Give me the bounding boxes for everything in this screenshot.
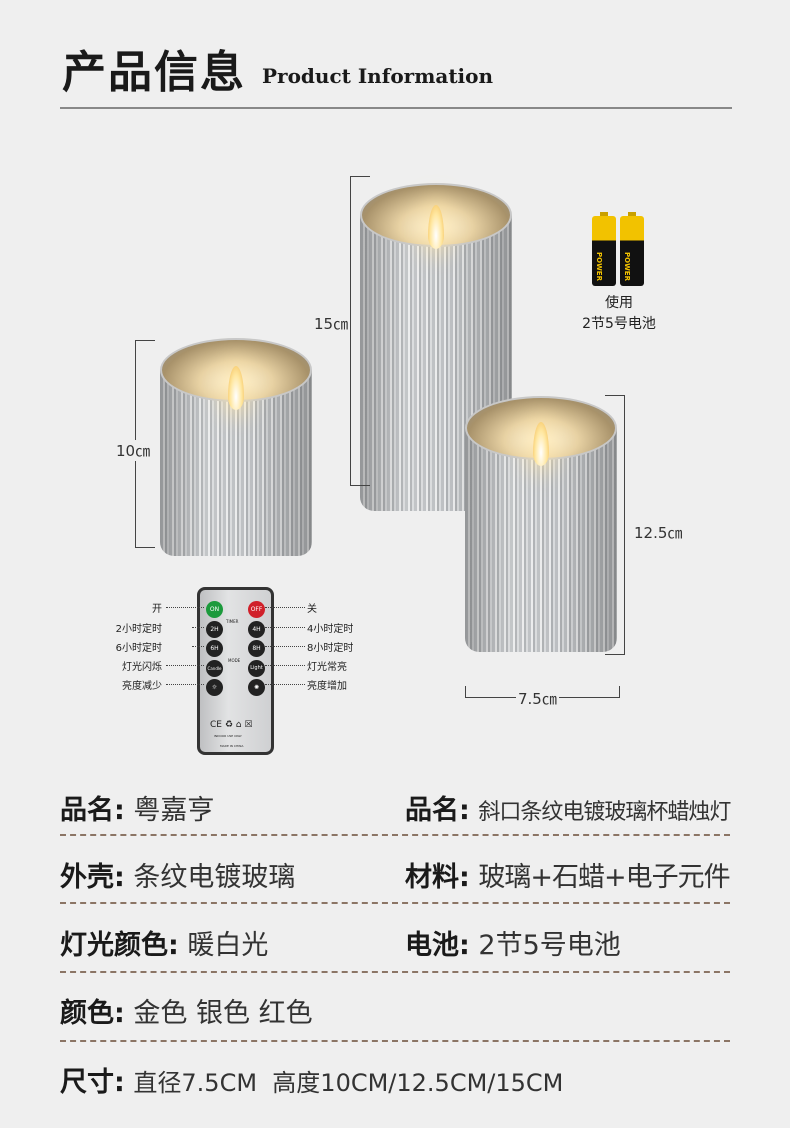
spec-value: 条纹电镀玻璃	[133, 862, 296, 893]
spec-label: 外壳:	[60, 862, 125, 893]
mode-label: MODE	[228, 658, 241, 663]
remote-label-off: 关	[307, 604, 317, 615]
light-mode-button[interactable]: Light	[248, 660, 265, 677]
spec-value: 金色 银色 红色	[133, 998, 313, 1029]
leader-line	[166, 684, 204, 685]
leader-line	[265, 646, 305, 647]
spec-product-name: 品名: 斜口条纹电镀玻璃杯蜡烛灯	[405, 788, 731, 827]
flame-icon	[228, 366, 244, 410]
spec-value: 直径7.5CM 高度10CM/12.5CM/15CM	[133, 1069, 564, 1097]
title-divider	[60, 107, 732, 109]
leader-line	[166, 665, 204, 666]
leader-line	[166, 607, 204, 608]
remote-label-steady: 灯光常亮	[307, 662, 347, 673]
spec-label: 尺寸:	[60, 1067, 125, 1098]
spec-battery: 电池: 2节5号电池	[405, 923, 621, 962]
dimension-tall-label: 15㎝	[312, 313, 351, 334]
candle-tall	[360, 183, 512, 511]
page-subtitle: Product Information	[262, 64, 494, 88]
remote-label-2h: 2小时定时	[115, 624, 162, 635]
spec-light-color: 灯光颜色: 暖白光	[60, 923, 268, 962]
dashed-divider	[60, 1040, 730, 1042]
dashed-divider	[60, 902, 730, 904]
remote-label-8h: 8小时定时	[307, 643, 354, 654]
spec-value: 玻璃+石蜡+电子元件	[478, 862, 730, 893]
off-button[interactable]: OFF	[248, 601, 265, 618]
timer-label: TIMER	[226, 619, 239, 624]
spec-shell: 外壳: 条纹电镀玻璃	[60, 855, 295, 894]
candle-medium	[465, 396, 617, 652]
indoor-use-text: INDOOR USE ONLY	[214, 734, 242, 738]
remote-label-flicker: 灯光闪烁	[122, 662, 162, 673]
remote-label-on: 开	[152, 604, 162, 615]
remote-label-4h: 4小时定时	[307, 624, 354, 635]
spec-label: 颜色:	[60, 998, 125, 1029]
dimension-medium-label: 12.5㎝	[632, 522, 685, 543]
battery-icon: POWER	[620, 212, 644, 286]
dashed-divider	[60, 834, 730, 836]
leader-line	[265, 607, 305, 608]
leader-line	[265, 627, 305, 628]
battery-note-line2: 2节5号电池	[582, 316, 656, 332]
leader-line	[192, 627, 204, 628]
dimension-line-medium	[605, 395, 625, 655]
brightness-up-button[interactable]: ✺	[248, 679, 265, 696]
dimension-width-label: 7.5㎝	[516, 688, 559, 709]
spec-value: 斜口条纹电镀玻璃杯蜡烛灯	[478, 800, 731, 825]
remote-label-dim: 亮度减少	[122, 681, 162, 692]
battery-note-line1: 使用	[605, 295, 633, 311]
leader-line	[265, 665, 305, 666]
leader-line	[192, 646, 204, 647]
candle-mode-button[interactable]: Candle	[206, 660, 223, 677]
page-title: 产品信息	[62, 47, 246, 98]
dimension-small-label: 10㎝	[114, 440, 153, 461]
remote-label-bright: 亮度增加	[307, 681, 347, 692]
leader-line	[265, 684, 305, 685]
spec-value: 粤嘉亨	[133, 795, 215, 826]
spec-label: 品名:	[60, 795, 125, 826]
battery-icon: POWER	[592, 212, 616, 286]
timer-2h-button[interactable]: 2H	[206, 621, 223, 638]
battery-label: POWER	[595, 252, 603, 281]
spec-label: 灯光颜色:	[60, 930, 179, 961]
spec-value: 暖白光	[187, 930, 269, 961]
timer-6h-button[interactable]: 6H	[206, 640, 223, 657]
spec-label: 电池:	[405, 930, 470, 961]
spec-label: 品名:	[405, 795, 470, 826]
flame-icon	[428, 205, 444, 249]
battery-label: POWER	[623, 252, 631, 281]
spec-brand: 品名: 粤嘉亨	[60, 788, 214, 827]
dimension-line-tall	[350, 176, 370, 486]
spec-material: 材料: 玻璃+石蜡+电子元件	[405, 855, 731, 894]
remote-control: ON OFF TIMER 2H 4H 6H 8H MODE Candle Lig…	[197, 587, 274, 755]
timer-8h-button[interactable]: 8H	[248, 640, 265, 657]
spec-colors: 颜色: 金色 银色 红色	[60, 991, 313, 1030]
spec-label: 材料:	[405, 862, 470, 893]
timer-4h-button[interactable]: 4H	[248, 621, 265, 638]
spec-size: 尺寸: 直径7.5CM 高度10CM/12.5CM/15CM	[60, 1060, 563, 1099]
remote-label-6h: 6小时定时	[115, 643, 162, 654]
dashed-divider	[60, 971, 730, 973]
on-button[interactable]: ON	[206, 601, 223, 618]
candle-small	[160, 338, 312, 556]
certification-icons: CE ♻ ⌂ ☒	[210, 720, 253, 730]
brightness-down-button[interactable]: ☼	[206, 679, 223, 696]
flame-icon	[533, 422, 549, 466]
spec-value: 2节5号电池	[478, 930, 621, 961]
made-in-china-text: MADE IN CHINA	[220, 744, 244, 748]
